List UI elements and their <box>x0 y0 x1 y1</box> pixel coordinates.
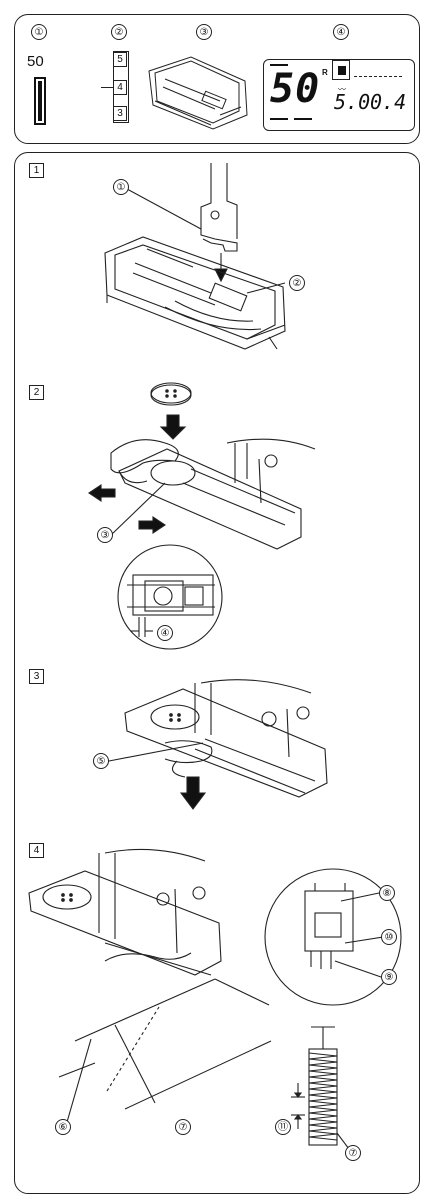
callout-1: ① <box>31 24 47 40</box>
step4-callout-6: ⑥ <box>55 1119 71 1135</box>
lcd-display: 50 R 5.0 0.4 〰 <box>263 59 415 131</box>
callout-2: ② <box>111 24 127 40</box>
step-2-place-button-illustration <box>88 382 316 650</box>
step2-callout-4: ④ <box>157 625 173 641</box>
lcd-width-value: 5.0 <box>334 90 371 114</box>
step-3-marker: 3 <box>29 669 44 684</box>
step4-callout-9: ⑨ <box>381 969 397 985</box>
dial-number-3: 3 <box>113 106 127 121</box>
lcd-length-value: 0.4 <box>370 90 407 114</box>
buttonhole-foot-thumbnail <box>148 56 248 130</box>
step-3-lower-lever-illustration <box>108 679 328 810</box>
presser-foot-indicator-icon <box>332 60 350 80</box>
step-2-marker: 2 <box>29 385 44 400</box>
lcd-r-mark: R <box>322 68 328 77</box>
callout-4: ④ <box>333 24 349 40</box>
step-1-marker: 1 <box>29 163 44 178</box>
step4-callout-10: ⑩ <box>381 929 397 945</box>
dial-number-4: 4 <box>113 80 127 95</box>
callout-3: ③ <box>196 24 212 40</box>
step1-callout-2: ② <box>289 275 305 291</box>
step1-callout-1: ① <box>113 179 129 195</box>
presser-foot-dial: 5 4 3 <box>101 51 131 123</box>
zigzag-indicator-icon: 〰 <box>338 85 346 94</box>
instructions-panel: 1 2 3 4 ① ② <box>14 152 420 1194</box>
step-4-sew-buttonhole-illustration <box>28 848 402 1150</box>
settings-panel: ① ② ③ ④ 50 5 4 3 50 R <box>14 14 420 144</box>
buttonhole-stitch-icon <box>34 77 46 125</box>
step4-callout-7b: ⑦ <box>345 1145 361 1161</box>
step-4-marker: 4 <box>29 843 44 858</box>
step2-callout-3: ③ <box>97 527 113 543</box>
step4-callout-11: ⑪ <box>275 1119 291 1135</box>
step3-callout-5: ⑤ <box>93 753 109 769</box>
stitch-number: 50 <box>27 53 44 70</box>
dial-number-5: 5 <box>113 52 127 67</box>
step4-callout-8: ⑧ <box>379 885 395 901</box>
step4-callout-7: ⑦ <box>175 1119 191 1135</box>
step-1-attach-foot-illustration <box>104 163 286 350</box>
lcd-pattern-number: 50 <box>270 66 321 112</box>
